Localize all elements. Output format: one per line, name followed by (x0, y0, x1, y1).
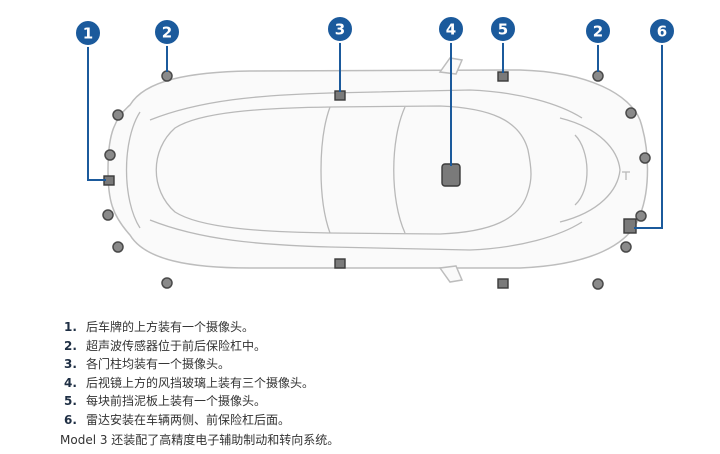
camera-icon (497, 71, 509, 82)
marker-label: 2 (593, 23, 603, 41)
ultrasonic-sensor-icon (639, 152, 651, 164)
ultrasonic-sensor-icon (620, 241, 632, 253)
legend-number: 1. (64, 320, 77, 334)
legend-number: 5. (64, 394, 77, 409)
ultrasonic-sensor-icon (592, 70, 604, 82)
marker-badge: 1 (74, 19, 102, 47)
markers: 1 2 3 4 5 2 6 (74, 15, 676, 47)
marker-label: 4 (446, 21, 456, 39)
ultrasonic-sensor-icon (112, 109, 124, 121)
legend-item: 3. 各门柱均装有一个摄像头。 (64, 355, 664, 374)
legend-text: 后车牌的上方装有一个摄像头。 (86, 320, 255, 334)
legend-number: 3. (64, 357, 77, 372)
legend-number: 4. (64, 375, 77, 390)
ultrasonic-sensor-icon (635, 210, 647, 222)
legend-text: 各门柱均装有一个摄像头。 (86, 357, 231, 372)
ultrasonic-sensor-icon (112, 241, 124, 253)
legend-text: 后视镜上方的风挡玻璃上装有三个摄像头。 (86, 375, 315, 390)
camera-icon (334, 90, 346, 101)
footnote-text: Model 3 还装配了高精度电子辅助制动和转向系统。 (60, 433, 340, 447)
radar-icon (623, 218, 637, 234)
camera-icon (497, 278, 509, 289)
marker-badge: 2 (584, 17, 612, 45)
marker-label: 1 (83, 25, 93, 43)
ultrasonic-sensor-icon (161, 70, 173, 82)
vehicle-sensor-diagram: 1 2 3 4 5 2 6 (74, 15, 676, 290)
marker-badge: 2 (153, 18, 181, 46)
legend-text: 雷达安装在车辆两侧、前保险杠后面。 (86, 412, 291, 427)
legend-text: 每块前挡泥板上装有一个摄像头。 (86, 394, 267, 409)
leader-lines (87, 42, 663, 229)
marker-label: 5 (498, 21, 508, 39)
marker-label: 2 (162, 24, 172, 42)
legend-number: 6. (64, 412, 77, 427)
marker-badge: 3 (326, 15, 354, 43)
legend-text: 超声波传感器位于前后保险杠中。 (86, 338, 267, 353)
ultrasonic-sensor-icon (161, 277, 173, 289)
legend-list: 1. 后车牌的上方装有一个摄像头。 2. 超声波传感器位于前后保险杠中。 3. … (64, 318, 664, 430)
marker-badge: 4 (437, 15, 465, 43)
camera-icon (441, 163, 461, 187)
legend-item: 4. 后视镜上方的风挡玻璃上装有三个摄像头。 (64, 374, 664, 393)
marker-label: 6 (657, 23, 667, 41)
ultrasonic-sensor-icon (625, 107, 637, 119)
legend-item: 1. 后车牌的上方装有一个摄像头。 (64, 318, 664, 337)
marker-badge: 5 (489, 15, 517, 43)
camera-icon (334, 258, 346, 269)
ultrasonic-sensors (102, 70, 651, 290)
marker-label: 3 (335, 21, 345, 39)
legend-number: 2. (64, 338, 77, 353)
car-top-view-icon (107, 57, 649, 283)
legend-item: 2. 超声波传感器位于前后保险杠中。 (64, 337, 664, 356)
legend-item: 5. 每块前挡泥板上装有一个摄像头。 (64, 392, 664, 411)
marker-badge: 6 (648, 17, 676, 45)
ultrasonic-sensor-icon (104, 149, 116, 161)
legend-item: 6. 雷达安装在车辆两侧、前保险杠后面。 (64, 411, 664, 430)
ultrasonic-sensor-icon (102, 209, 114, 221)
ultrasonic-sensor-icon (592, 278, 604, 290)
